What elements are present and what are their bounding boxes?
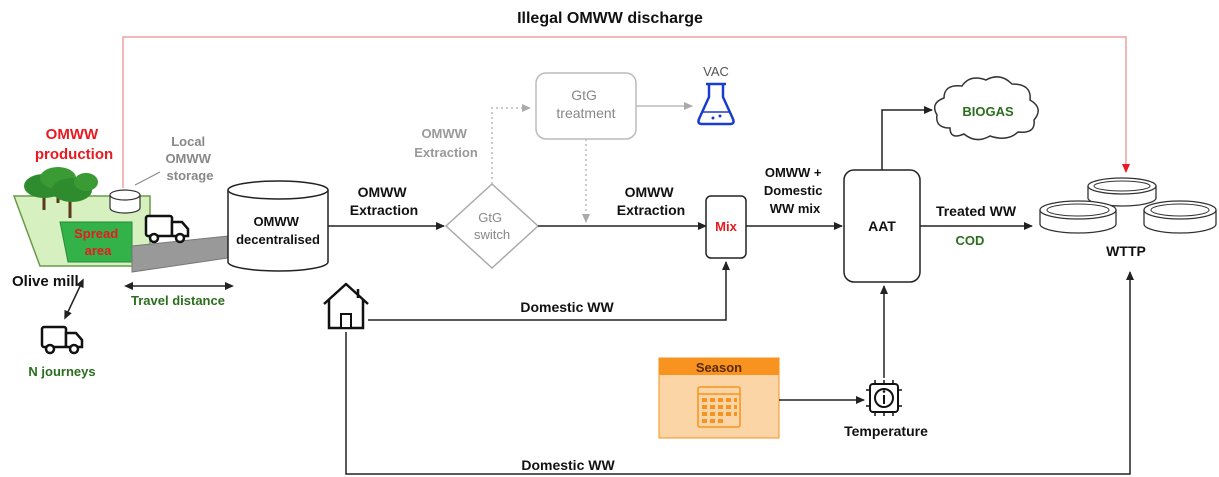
- olive-trees-icon: [24, 167, 98, 218]
- cod-label: COD: [956, 233, 985, 248]
- truck-icon: [144, 214, 190, 244]
- decentralised-storage-cylinder: OMWW decentralised: [227, 180, 329, 272]
- gtg-treatment-label: GtG treatment: [556, 87, 615, 121]
- mix-label: Mix: [715, 219, 737, 234]
- omww-production-label: OMWW production: [35, 126, 113, 163]
- aat-label: AAT: [868, 218, 896, 234]
- local-storage-tank-icon: [109, 189, 141, 214]
- domestic-ww-lower-arrow: [345, 271, 1134, 475]
- olive-mill: OMWW production Local OMWW storage Sprea…: [12, 126, 234, 379]
- house-icon: [323, 282, 369, 330]
- season-label: Season: [696, 360, 742, 375]
- flask-icon: [697, 82, 735, 126]
- extraction-label-1: OMWW Extraction: [350, 184, 418, 218]
- local-omww-storage-label: Local OMWW storage: [165, 134, 214, 183]
- wttp-label: WTTP: [1106, 243, 1146, 259]
- journeys-arrow: [64, 278, 84, 320]
- olive-mill-label: Olive mill: [12, 273, 79, 290]
- wttp-tanks-icon: [1039, 177, 1217, 234]
- journey-truck-icon: [40, 325, 84, 355]
- extraction-label-2: OMWW Extraction: [617, 184, 685, 218]
- biogas-cloud: [933, 76, 1039, 141]
- mix-box: [705, 195, 747, 259]
- spread-area-label: Spread area: [74, 226, 122, 258]
- gtg-dotted-up: [491, 104, 531, 184]
- title-illegal-discharge: Illegal OMWW discharge: [517, 10, 703, 27]
- n-journeys-label: N journeys: [28, 364, 95, 379]
- travel-distance-label: Travel distance: [131, 293, 225, 308]
- gtg-switch-diamond: [444, 182, 540, 270]
- aat-to-biogas-arrow: [881, 106, 933, 170]
- domestic-ww-upper-label: Domestic WW: [520, 299, 614, 315]
- mix-label-text: OMWW + Domestic WW mix: [764, 165, 826, 216]
- domestic-ww-lower-label: Domestic WW: [521, 457, 615, 473]
- illegal-discharge-arrow: [122, 36, 1130, 188]
- biogas-label: BIOGAS: [962, 104, 1014, 119]
- extraction-label-grey: OMWW Extraction: [414, 126, 478, 160]
- temperature-sensor-icon: [866, 380, 902, 416]
- treated-ww-label: Treated WW: [936, 203, 1017, 219]
- vac-label: VAC: [703, 64, 729, 79]
- decentralised-label: OMWW decentralised: [236, 214, 320, 247]
- temperature-label: Temperature: [844, 423, 928, 439]
- domestic-ww-upper-arrow: [368, 261, 730, 321]
- gtg-switch-label: GtG switch: [474, 210, 510, 242]
- season-calendar: Season: [658, 357, 780, 439]
